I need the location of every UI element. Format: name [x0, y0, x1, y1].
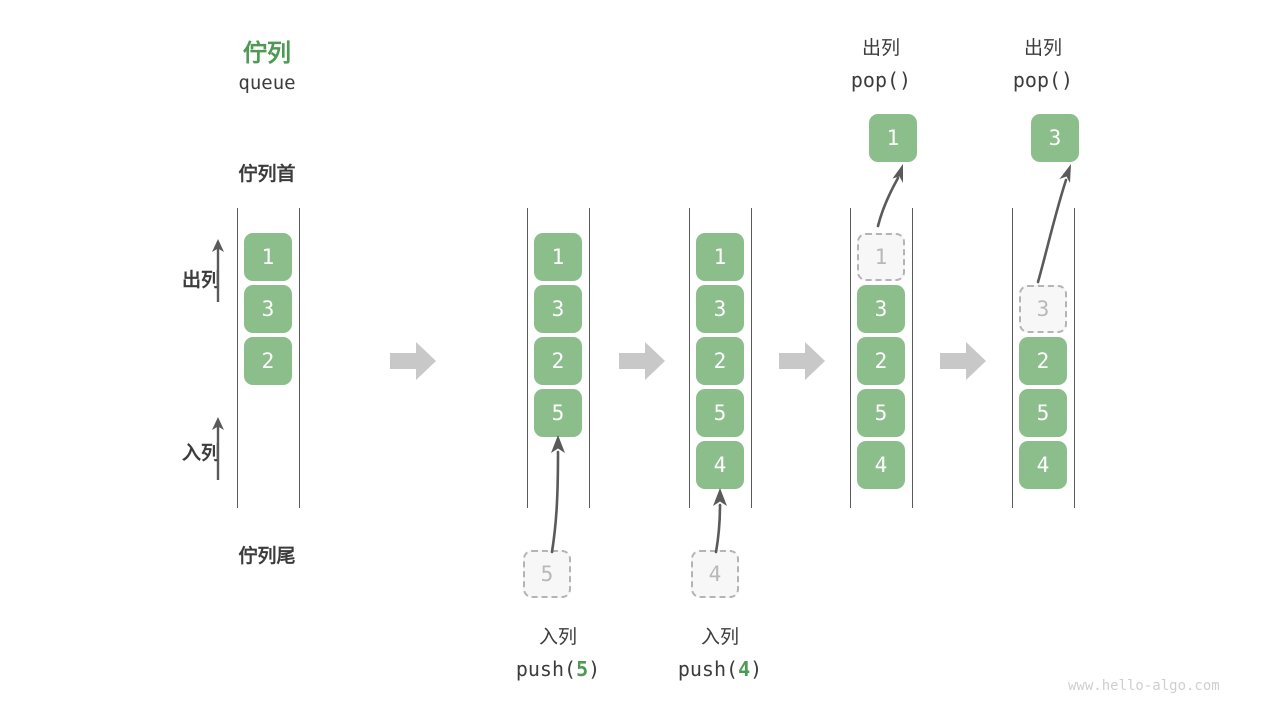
queue-tail-label: 佇列尾	[238, 546, 296, 567]
queue-cell: 2	[857, 337, 905, 385]
queue-rail-right-initial	[299, 208, 300, 508]
queue-cell: 2	[244, 337, 292, 385]
enqueue-direction-arrow-icon	[209, 414, 227, 482]
queue-rail-right-pop1	[912, 208, 913, 508]
queue-cell: 2	[534, 337, 582, 385]
push-motion-arrow-icon	[698, 483, 748, 555]
pop1-op-label-cn: 出列	[861, 38, 900, 59]
queue-rail-left-push4	[689, 208, 690, 508]
queue-cell: 1	[534, 233, 582, 281]
pop3-op-label-cn: 出列	[1023, 38, 1062, 59]
queue-cell: 4	[857, 441, 905, 489]
queue-rail-left-push5	[527, 208, 528, 508]
popped-element: 1	[869, 114, 917, 162]
queue-cell-ghost: 3	[1019, 285, 1067, 333]
push4-code-suffix: )	[750, 657, 763, 681]
queue-cell: 1	[244, 233, 292, 281]
diagram-title-cn: 佇列	[243, 40, 291, 67]
enqueue-direction-label: 入列	[181, 443, 220, 464]
queue-rail-left-pop3	[1012, 208, 1013, 508]
queue-cell: 3	[244, 285, 292, 333]
push5-code-prefix: push(	[515, 657, 577, 681]
pop1-op-code: pop()	[850, 68, 912, 92]
queue-rail-left-initial	[237, 208, 238, 508]
queue-rail-left-pop1	[850, 208, 851, 508]
queue-cell: 4	[1019, 441, 1067, 489]
push5-op-label-cn: 入列	[538, 627, 577, 648]
queue-cell: 3	[534, 285, 582, 333]
queue-cell: 2	[1019, 337, 1067, 385]
queue-cell-ghost: 1	[857, 233, 905, 281]
popped-element: 3	[1031, 114, 1079, 162]
dequeue-direction-arrow-icon	[209, 236, 227, 304]
queue-cell: 4	[696, 441, 744, 489]
queue-head-label: 佇列首	[238, 164, 296, 185]
queue-rail-right-pop3	[1074, 208, 1075, 508]
step-separator-arrow-icon	[779, 342, 825, 380]
queue-cell: 5	[1019, 389, 1067, 437]
push-motion-arrow-icon	[530, 430, 590, 555]
queue-cell: 1	[696, 233, 744, 281]
diagram-title-en: queue	[238, 72, 296, 94]
queue-cell: 3	[696, 285, 744, 333]
queue-cell: 3	[857, 285, 905, 333]
push5-op-code: push(5)	[468, 657, 648, 681]
queue-cell: 5	[534, 389, 582, 437]
queue-cell: 5	[696, 389, 744, 437]
dequeue-direction-label: 出列	[181, 270, 220, 291]
incoming-element-ghost: 5	[523, 550, 571, 598]
pop-motion-arrow-icon	[862, 158, 918, 230]
push5-code-suffix: )	[588, 657, 601, 681]
push4-op-label-cn: 入列	[700, 627, 739, 648]
step-separator-arrow-icon	[390, 342, 436, 380]
step-separator-arrow-icon	[619, 342, 665, 380]
pop-motion-arrow-icon	[1022, 158, 1082, 286]
step-separator-arrow-icon	[940, 342, 986, 380]
push4-code-prefix: push(	[677, 657, 739, 681]
queue-cell: 2	[696, 337, 744, 385]
push5-code-arg: 5	[576, 657, 589, 681]
queue-rail-right-push4	[751, 208, 752, 508]
push4-code-arg: 4	[738, 657, 751, 681]
queue-rail-right-push5	[589, 208, 590, 508]
watermark: www.hello-algo.com	[1068, 678, 1220, 694]
incoming-element-ghost: 4	[691, 550, 739, 598]
queue-cell: 5	[857, 389, 905, 437]
pop3-op-code: pop()	[1012, 68, 1074, 92]
push4-op-code: push(4)	[630, 657, 810, 681]
